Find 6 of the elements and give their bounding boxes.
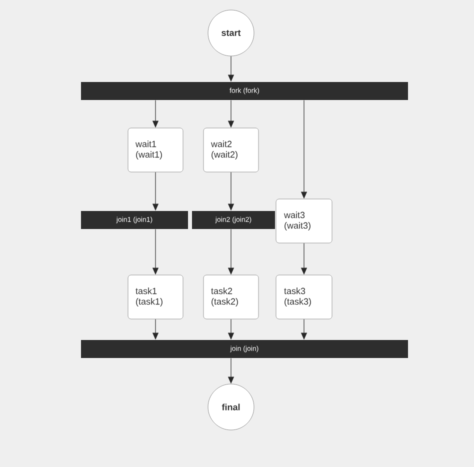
state-box: wait2 (wait2) <box>203 128 259 172</box>
state-box: wait1 (wait1) <box>128 128 184 172</box>
state-box: task3 (task3) <box>276 274 332 320</box>
state-box: task1 (task1) <box>128 274 184 320</box>
state-box: task2 (task2) <box>203 274 259 320</box>
state-box: wait3 (wait3) <box>276 198 332 244</box>
